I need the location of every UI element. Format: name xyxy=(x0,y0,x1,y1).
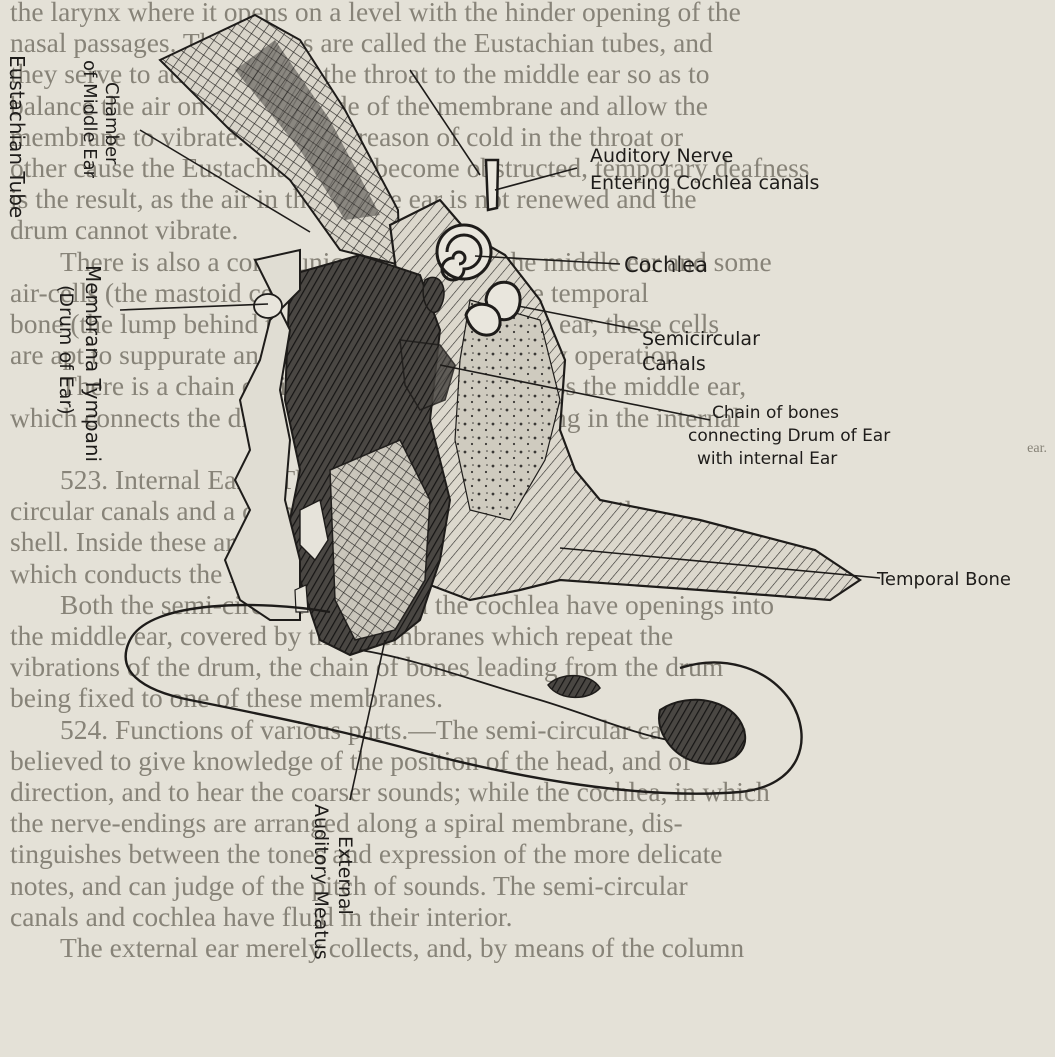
ear-canal-node xyxy=(548,676,600,698)
label-chamber-middle-ear-1: Chamber xyxy=(101,82,122,165)
label-eustachian-tube: Eustachian Tube xyxy=(5,55,29,218)
label-external-meatus-2: Auditory Meatus xyxy=(310,804,332,960)
ear-canal-bulb xyxy=(659,700,745,764)
label-chamber-middle-ear-2: of Middle Ear xyxy=(79,60,100,179)
label-external-meatus-1: External xyxy=(334,836,356,915)
label-auditory-nerve-2: Entering Cochlea canals xyxy=(590,172,819,194)
label-chain-of-bones-3: with internal Ear xyxy=(697,449,837,469)
label-chain-of-bones-1: Chain of bones xyxy=(712,403,839,423)
label-temporal-bone: Temporal Bone xyxy=(876,569,1011,590)
cochlea-spiral xyxy=(437,225,491,280)
label-membrana-tympani-1: Membrana Tympani xyxy=(81,265,105,462)
auditory-nerve-shape xyxy=(486,160,498,210)
label-cochlea: Cochlea xyxy=(624,253,708,277)
label-chain-of-bones-2: connecting Drum of Ear xyxy=(688,426,890,446)
label-semicircular-2: Canals xyxy=(642,353,706,375)
label-auditory-nerve-1: Auditory Nerve xyxy=(590,145,733,167)
ossicle-shape xyxy=(254,294,282,318)
label-membrana-tympani-2: (Drum of Ear) xyxy=(55,285,77,415)
label-semicircular-1: Semicircular xyxy=(642,328,760,350)
external-ear-inner xyxy=(360,650,700,744)
